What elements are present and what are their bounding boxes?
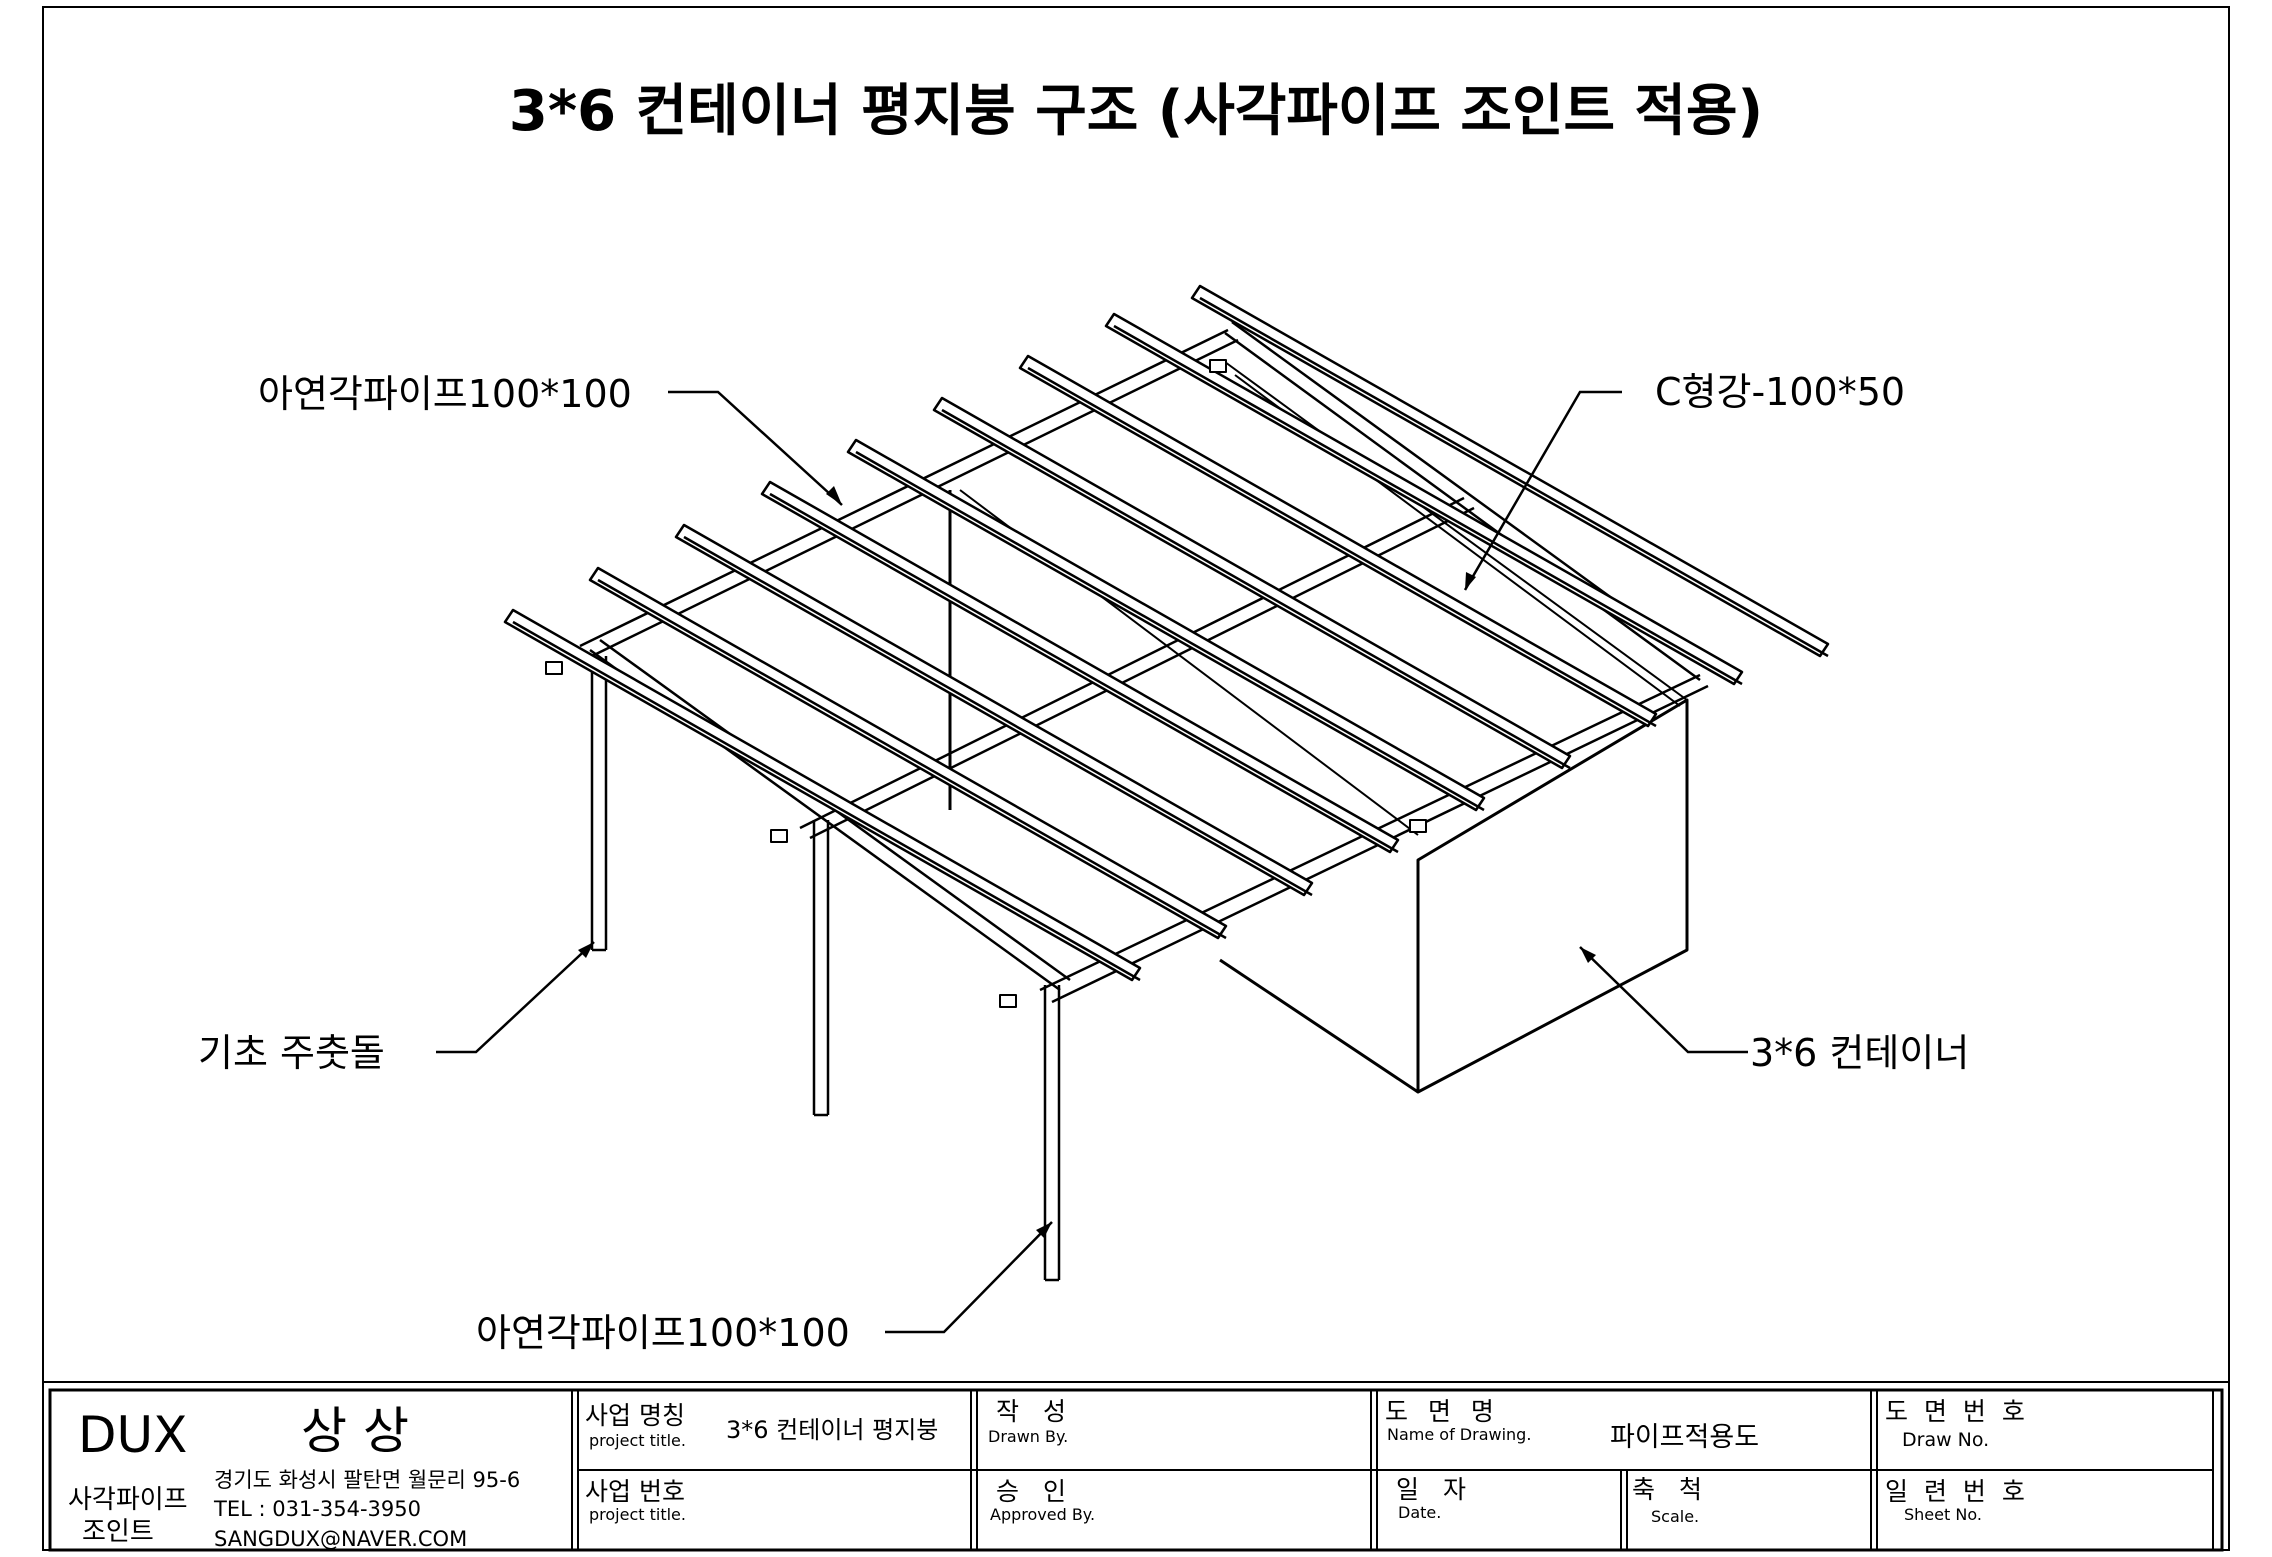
purlin-10 (1230, 288, 1868, 660)
sheet-border (42, 6, 2230, 1551)
scale-sublabel: Scale. (1651, 1507, 1699, 1526)
project-name-value: 3*6 컨테이너 평지붕 (726, 1416, 938, 1444)
drawing-name-sublabel: Name of Drawing. (1387, 1425, 1531, 1444)
label-c-channel: C형강-100*50 (1655, 370, 1905, 414)
purlin-6 (932, 396, 1572, 770)
structure-drawing (503, 284, 1868, 1282)
leader-lines (436, 390, 1748, 1334)
drawing-title: 3*6 컨테이너 평지붕 구조 (사각파이프 조인트 적용) (509, 79, 1763, 144)
drawing-name-value: 파이프적용도 (1610, 1422, 1759, 1453)
company-tel: TEL : 031-354-3950 (213, 1497, 421, 1521)
leader-column-pipe (885, 1221, 1053, 1334)
drawing-name-label: 도 면 명 (1385, 1397, 1500, 1426)
column-left (590, 656, 608, 952)
date-sublabel: Date. (1398, 1503, 1441, 1522)
project-number-sublabel: project title. (589, 1505, 686, 1524)
purlin-5 (846, 438, 1486, 812)
purlin-7 (1018, 354, 1658, 728)
drawing-number-label: 도 면 번 호 (1885, 1397, 2029, 1426)
scale-label: 축 척 (1632, 1475, 1710, 1504)
company-address: 경기도 화성시 팔탄면 월문리 95-6 (214, 1468, 520, 1492)
approved-by-label: 승 인 (996, 1477, 1074, 1506)
label-foundation: 기초 주춧돌 (198, 1031, 385, 1075)
approved-by-sublabel: Approved By. (990, 1505, 1095, 1524)
purlin-9 (1190, 284, 1830, 658)
date-label: 일 자 (1396, 1475, 1474, 1504)
company-brand-line1: 사각파이프 (68, 1485, 188, 1515)
column-middle (812, 820, 830, 1117)
pipe-joints (545, 359, 1427, 1008)
drawing-number-sublabel: Draw No. (1902, 1429, 1989, 1451)
leader-foundation (436, 941, 595, 1054)
label-column-pipe: 아연각파이프100*100 (476, 1311, 850, 1355)
purlin-8 (1104, 312, 1744, 686)
sheet-number-sublabel: Sheet No. (1904, 1505, 1982, 1524)
column-front (1043, 985, 1061, 1282)
purlin-3 (674, 523, 1314, 897)
sheet-number-label: 일 련 번 호 (1885, 1477, 2029, 1506)
company-name: 상 상 (301, 1402, 409, 1460)
title-block: DUX 상 상 사각파이프 조인트 경기도 화성시 팔탄면 월문리 95-6 T… (43, 1381, 2229, 1552)
project-name-sublabel: project title. (589, 1431, 686, 1450)
project-number-label: 사업 번호 (585, 1477, 685, 1506)
label-container: 3*6 컨테이너 (1750, 1031, 1969, 1075)
purlin-4 (760, 480, 1400, 854)
drawn-by-sublabel: Drawn By. (988, 1427, 1068, 1446)
company-brand-line2: 조인트 (82, 1517, 154, 1547)
purlin-1 (503, 608, 1142, 982)
drawn-by-label: 작 성 (996, 1397, 1074, 1426)
roof-purlins (503, 284, 1868, 982)
label-roof-pipe: 아연각파이프100*100 (258, 372, 632, 416)
purlin-2 (588, 566, 1228, 940)
leader-container (1579, 946, 1748, 1054)
company-email: SANGDUX@NAVER.COM (214, 1527, 467, 1551)
container-box (948, 490, 1689, 1094)
project-name-label: 사업 명칭 (585, 1401, 685, 1430)
leader-roof-pipe (668, 390, 843, 506)
company-logo: DUX (78, 1406, 187, 1464)
leader-c-channel (1463, 390, 1622, 591)
